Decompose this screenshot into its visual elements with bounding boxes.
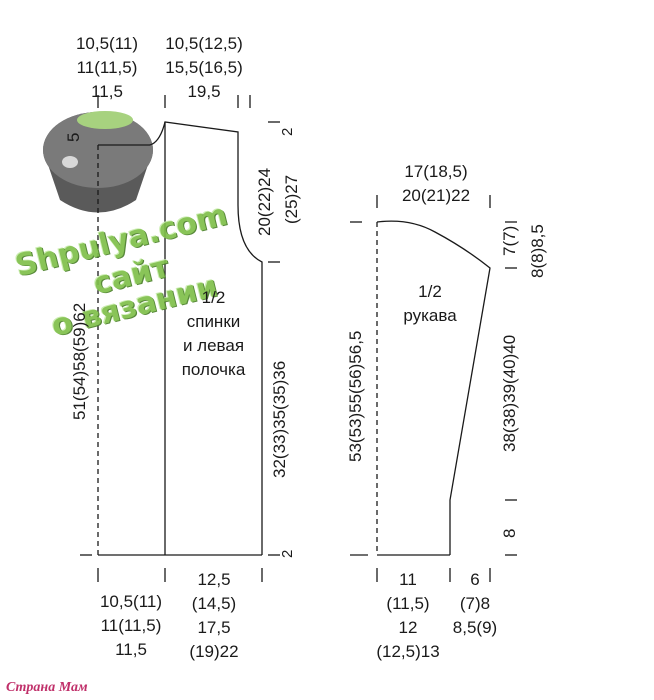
right-bottom-right-width: 6 (7)8 8,5(9) [452, 570, 498, 637]
right-bottom-left-width: 11 (11,5) 12 (12,5)13 [376, 570, 440, 661]
left-shoulder-drop: 5 [64, 132, 83, 142]
left-bottom-right-width: 12,5 (14,5) 17,5 (19)22 [189, 570, 239, 661]
left-top-left-width: 10,5(11) 11(11,5) 11,5 [75, 34, 139, 101]
left-top-right-width: 10,5(12,5) 15,5(16,5) 19,5 [165, 34, 243, 101]
left-armhole-height-1: 20(22)24 [255, 167, 274, 236]
left-bottom-left-width: 10,5(11) 11(11,5) 11,5 [99, 592, 163, 659]
right-piece-title: 1/2 рукава [403, 282, 457, 325]
left-hem-band: 2 [279, 549, 296, 558]
yarn-spool-icon [43, 111, 153, 213]
piece-right-outline [350, 195, 517, 582]
left-total-length: 51(54)58(59)62 [70, 302, 89, 420]
right-cap-height-1: 7(7) [500, 225, 519, 256]
right-side-length: 38(38)39(40)40 [500, 334, 519, 452]
left-piece-title: 1/2 спинки и левая полочка [181, 288, 246, 379]
piece-left-outline [80, 95, 280, 582]
right-top-width: 17(18,5) 20(21)22 [401, 162, 471, 205]
left-side-length: 32(33)35(35)36 [270, 360, 289, 478]
footer-logo: Страна Мам [6, 680, 88, 695]
left-armhole-height-2: (25)27 [282, 174, 301, 224]
right-cuff-height: 8 [500, 528, 519, 538]
right-total-length: 53(53)55(56)56,5 [346, 330, 365, 462]
left-neck-depth: 2 [279, 127, 296, 136]
right-cap-height-2: 8(8)8,5 [528, 224, 547, 278]
